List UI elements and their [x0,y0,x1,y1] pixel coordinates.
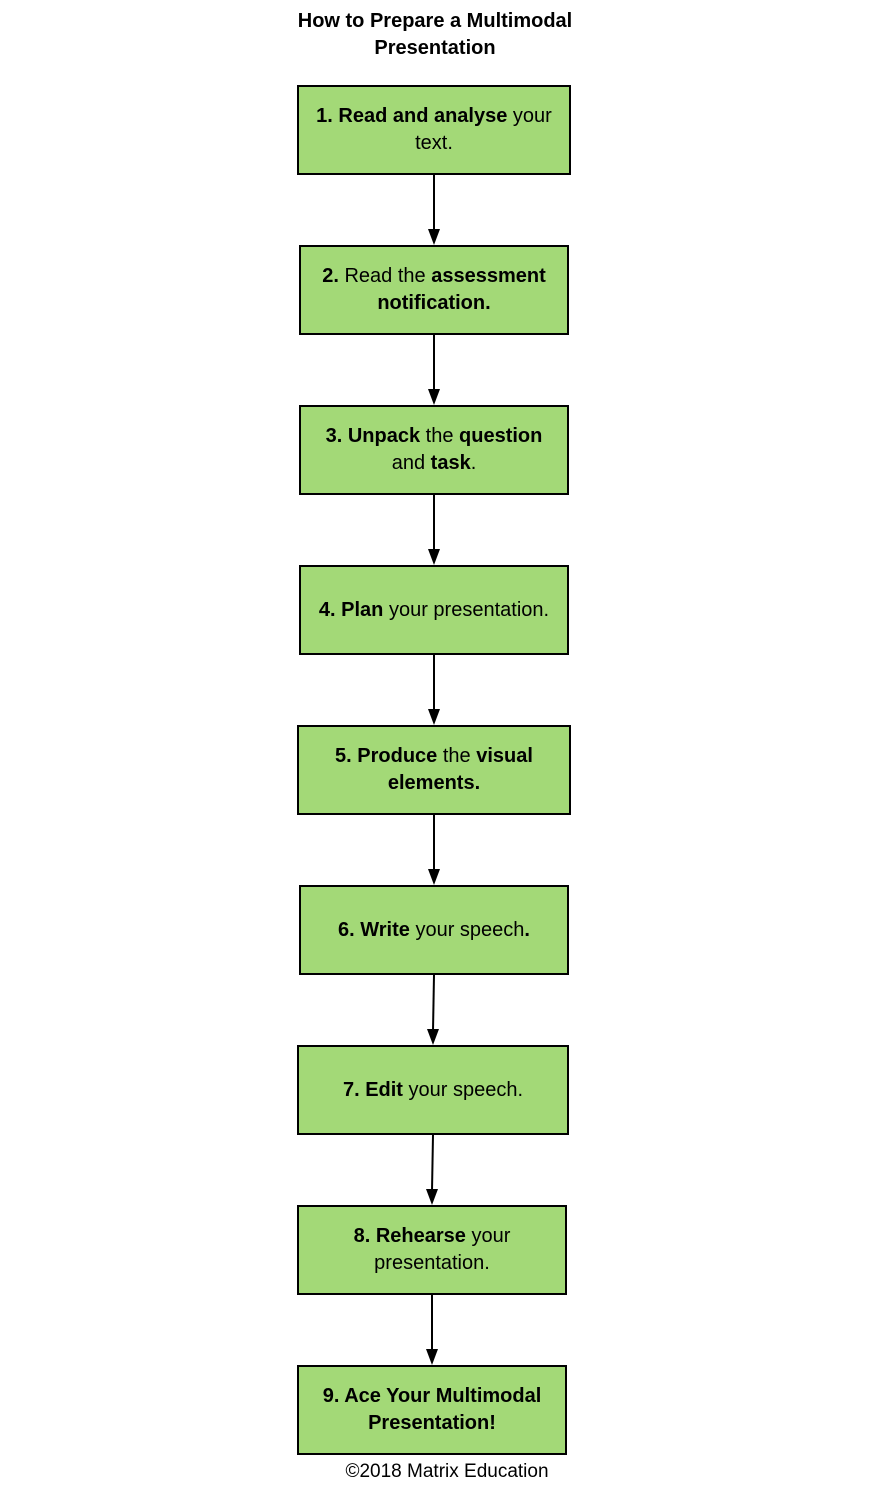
step-3-segment: the [420,425,460,447]
step-box-8: 8. Rehearse your presentation. [297,1205,567,1295]
step-3-segment: 3. Unpack [325,425,421,447]
step-text-8: 8. Rehearse your presentation. [307,1223,557,1277]
step-1-segment: 1. Read and analyse [316,105,508,127]
step-3-segment: . [470,452,477,474]
step-box-2: 2. Read the assessment notification. [299,245,569,335]
step-2-segment: Read the [338,265,432,287]
step-5-segment: the [437,745,477,767]
arrow-head-8 [426,1349,438,1365]
step-1-segment: your text. [415,105,552,154]
step-box-3: 3. Unpack the question and task. [299,405,569,495]
step-text-4: 4. Plan your presentation. [319,597,549,624]
step-7-segment: your speech. [402,1078,524,1101]
arrow-head-5 [428,869,440,885]
step-text-3: 3. Unpack the question and task. [309,423,559,477]
arrow-head-1 [428,229,440,245]
step-4-segment: your presentation. [383,598,550,621]
step-box-5: 5. Produce the visual elements. [297,725,571,815]
step-9-segment: 9. Ace Your Multimodal Presentation! [322,1385,542,1434]
step-3-segment: question [459,425,543,447]
step-3-segment: and [391,452,431,474]
step-box-7: 7. Edit your speech. [297,1045,569,1135]
arrow-line-6 [432,974,435,1032]
step-text-9: 9. Ace Your Multimodal Presentation! [307,1383,557,1437]
step-4-segment: 4. Plan [318,598,384,621]
step-5-segment: 5. Produce [335,745,438,767]
step-text-2: 2. Read the assessment notification. [309,263,559,317]
copyright-footer: ©2018 Matrix Education [345,1461,549,1482]
step-2-segment: assessment notification. [377,265,546,314]
step-box-9: 9. Ace Your Multimodal Presentation! [297,1365,567,1455]
step-6-segment: 6. Write [338,918,410,941]
step-8-segment: your presentation. [374,1225,511,1274]
step-5-segment: visual elements. [387,745,533,794]
diagram-title: How to Prepare a Multimodal Presentation [297,10,573,59]
step-3-segment: task [430,452,471,474]
step-7-segment: 7. Edit [342,1078,403,1101]
arrow-head-6 [427,1029,439,1045]
step-box-6: 6. Write your speech. [299,885,569,975]
arrow-line-7 [431,1134,434,1192]
step-text-5: 5. Produce the visual elements. [307,743,561,797]
step-box-1: 1. Read and analyse your text. [297,85,571,175]
step-text-1: 1. Read and analyse your text. [307,103,561,157]
step-8-segment: 8. Rehearse [353,1225,466,1247]
arrow-head-4 [428,709,440,725]
arrow-head-3 [428,549,440,565]
arrow-head-2 [428,389,440,405]
step-6-segment: . [524,918,530,941]
step-text-7: 7. Edit your speech. [343,1077,523,1104]
step-box-4: 4. Plan your presentation. [299,565,569,655]
arrow-head-7 [426,1189,438,1205]
step-6-segment: your speech [409,918,525,941]
step-2-segment: 2. [322,265,339,287]
step-text-6: 6. Write your speech. [338,917,530,944]
